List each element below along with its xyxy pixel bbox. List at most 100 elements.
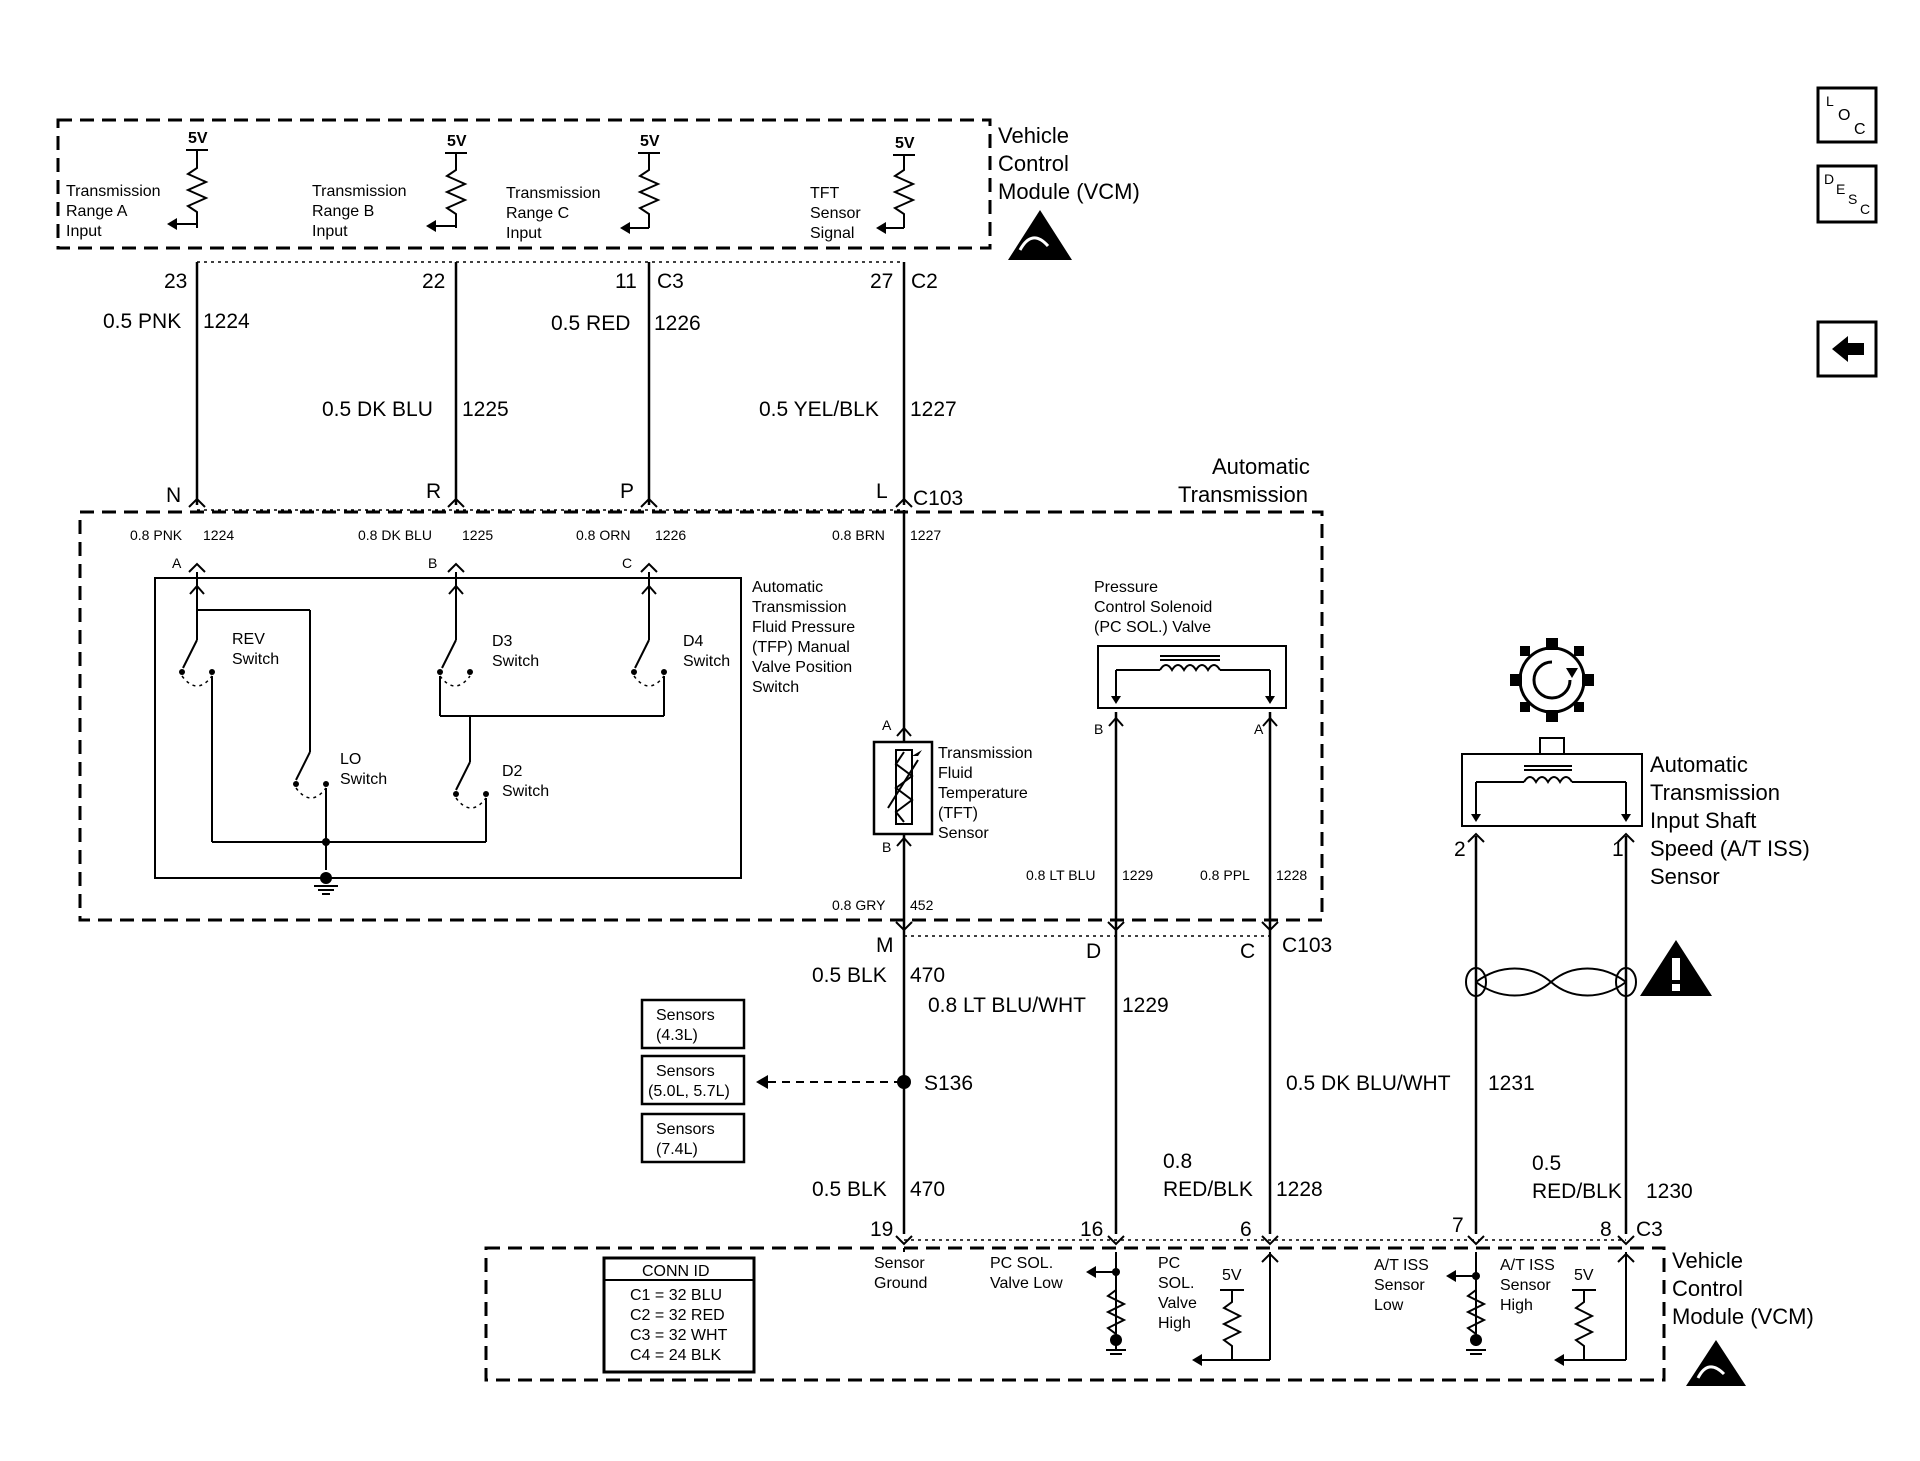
rev-switch: REV Switch (179, 631, 279, 842)
svg-text:Transmission: Transmission (506, 185, 601, 202)
ground-icon (314, 872, 338, 895)
svg-text:0.5 DK BLU: 0.5 DK BLU (322, 398, 433, 421)
sensor-ref-74l[interactable]: Sensors (7.4L) (640, 1112, 746, 1164)
svg-text:PC SOL.: PC SOL. (990, 1255, 1053, 1272)
svg-text:Valve Position: Valve Position (752, 659, 852, 676)
svg-text:Transmission: Transmission (312, 183, 407, 200)
svg-text:C103: C103 (913, 487, 963, 510)
svg-text:1225: 1225 (462, 527, 493, 543)
svg-text:L: L (876, 480, 888, 503)
svg-text:5V: 5V (1574, 1267, 1594, 1284)
svg-text:B: B (428, 555, 437, 571)
svg-text:0.8 LT BLU/WHT: 0.8 LT BLU/WHT (928, 994, 1086, 1017)
svg-text:Automatic: Automatic (1650, 752, 1748, 777)
vcm-input-range-c: 5V Transmission Range C Input 11 C3 0.5 … (506, 133, 701, 335)
svg-text:Transmission: Transmission (1650, 780, 1780, 805)
svg-text:0.5 DK BLU/WHT: 0.5 DK BLU/WHT (1286, 1072, 1451, 1095)
svg-text:D2: D2 (502, 763, 523, 780)
svg-text:1224: 1224 (203, 527, 234, 543)
sensor-ref-43l[interactable]: Sensors (4.3L) (640, 998, 746, 1050)
svg-text:1230: 1230 (1646, 1180, 1693, 1203)
desc-button[interactable]: D E S C (1816, 164, 1878, 224)
esd-warning-icon (1008, 210, 1072, 260)
svg-text:1229: 1229 (1122, 867, 1153, 883)
svg-text:C: C (1860, 201, 1870, 217)
svg-text:Sensors: Sensors (656, 1007, 715, 1024)
svg-text:A: A (882, 717, 892, 733)
vcm-top-title-3: Module (VCM) (998, 179, 1140, 204)
svg-text:Sensors: Sensors (656, 1121, 715, 1138)
svg-text:0.5 RED: 0.5 RED (551, 312, 630, 335)
svg-text:Range B: Range B (312, 203, 374, 220)
svg-text:A/T ISS: A/T ISS (1500, 1257, 1555, 1274)
svg-text:(7.4L): (7.4L) (656, 1141, 698, 1158)
svg-text:1229: 1229 (1122, 994, 1169, 1017)
lo-switch: LO Switch (293, 751, 387, 870)
svg-text:E: E (1836, 181, 1845, 197)
svg-text:Automatic: Automatic (1212, 454, 1310, 479)
svg-text:Switch: Switch (232, 651, 279, 668)
svg-text:C2: C2 (911, 270, 938, 293)
svg-text:Input: Input (506, 225, 542, 242)
svg-text:TFT: TFT (810, 185, 840, 202)
svg-text:A: A (1254, 721, 1264, 737)
vcm-top-title-2: Control (998, 151, 1069, 176)
svg-text:B: B (882, 839, 891, 855)
svg-text:1228: 1228 (1276, 1178, 1323, 1201)
svg-text:0.8 DK BLU: 0.8 DK BLU (358, 527, 432, 543)
back-arrow-button[interactable] (1816, 320, 1878, 378)
svg-text:Automatic: Automatic (752, 579, 823, 596)
svg-text:R: R (426, 480, 441, 503)
d2-switch: D2 Switch (453, 761, 549, 842)
svg-text:Fluid Pressure: Fluid Pressure (752, 619, 855, 636)
svg-text:RED/BLK: RED/BLK (1532, 1180, 1622, 1203)
svg-text:5V: 5V (1222, 1267, 1242, 1284)
svg-text:C3 = 32 WHT: C3 = 32 WHT (630, 1327, 728, 1344)
svg-text:B: B (1094, 721, 1103, 737)
svg-text:0.5 YEL/BLK: 0.5 YEL/BLK (759, 398, 879, 421)
loc-button[interactable]: L O C (1816, 86, 1878, 144)
svg-text:C4 = 24 BLK: C4 = 24 BLK (630, 1347, 722, 1364)
svg-text:C: C (622, 555, 632, 571)
svg-text:Transmission: Transmission (66, 183, 161, 200)
svg-text:Sensor: Sensor (810, 205, 861, 222)
s136-splice: S136 (756, 1072, 973, 1095)
svg-text:1228: 1228 (1276, 867, 1307, 883)
svg-text:D: D (1086, 940, 1101, 963)
tft-sensor: A B Transmission Fluid Temperature (TFT)… (832, 717, 1033, 913)
vcm-top-module: Vehicle Control Module (VCM) (56, 118, 1140, 260)
sensor-ref-50l-57l[interactable]: Sensors (5.0L, 5.7L) (640, 1054, 746, 1106)
svg-text:0.8 BRN: 0.8 BRN (832, 527, 885, 543)
svg-text:Transmission: Transmission (1178, 482, 1308, 507)
svg-text:High: High (1500, 1297, 1533, 1314)
svg-text:High: High (1158, 1315, 1191, 1332)
svg-text:C1 = 32 BLU: C1 = 32 BLU (630, 1287, 722, 1304)
svg-text:A/T ISS: A/T ISS (1374, 1257, 1429, 1274)
d3-switch: D3 Switch (437, 633, 539, 716)
svg-text:Input Shaft: Input Shaft (1650, 808, 1756, 833)
tfp-switch-assembly: Automatic Transmission Fluid Pressure (T… (154, 572, 855, 895)
svg-text:SOL.: SOL. (1158, 1275, 1194, 1292)
vcm-top-title-1: Vehicle (998, 123, 1069, 148)
svg-text:REV: REV (232, 631, 265, 648)
svg-text:1225: 1225 (462, 398, 509, 421)
svg-text:0.5 PNK: 0.5 PNK (103, 310, 181, 333)
svg-text:Temperature: Temperature (938, 785, 1028, 802)
vcm-input-range-a: 5V Transmission Range A Input 23 0.5 PNK… (66, 130, 250, 333)
vcm-bottom-module: Vehicle Control Module (VCM) Sensor Grou… (484, 1246, 1814, 1386)
svg-text:C103: C103 (1282, 934, 1332, 957)
svg-text:Switch: Switch (502, 783, 549, 800)
svg-text:Transmission: Transmission (938, 745, 1033, 762)
svg-text:N: N (166, 484, 181, 507)
svg-text:Speed (A/T ISS): Speed (A/T ISS) (1650, 836, 1810, 861)
svg-text:Sensor: Sensor (1650, 864, 1720, 889)
vcm-bottom-pins: 19 16 6 7 8 C3 (870, 1214, 1663, 1246)
svg-text:Signal: Signal (810, 225, 854, 242)
iss-sensor: Automatic Transmission Input Shaft Speed… (1454, 638, 1810, 1234)
svg-text:Sensor: Sensor (1374, 1277, 1425, 1294)
svg-text:1227: 1227 (910, 398, 957, 421)
lower-wire-labels: 0.5 BLK 470 0.8 LT BLU/WHT 1229 0.5 DK B… (812, 964, 1693, 1203)
svg-text:452: 452 (910, 897, 934, 913)
svg-text:(PC SOL.) Valve: (PC SOL.) Valve (1094, 619, 1211, 636)
